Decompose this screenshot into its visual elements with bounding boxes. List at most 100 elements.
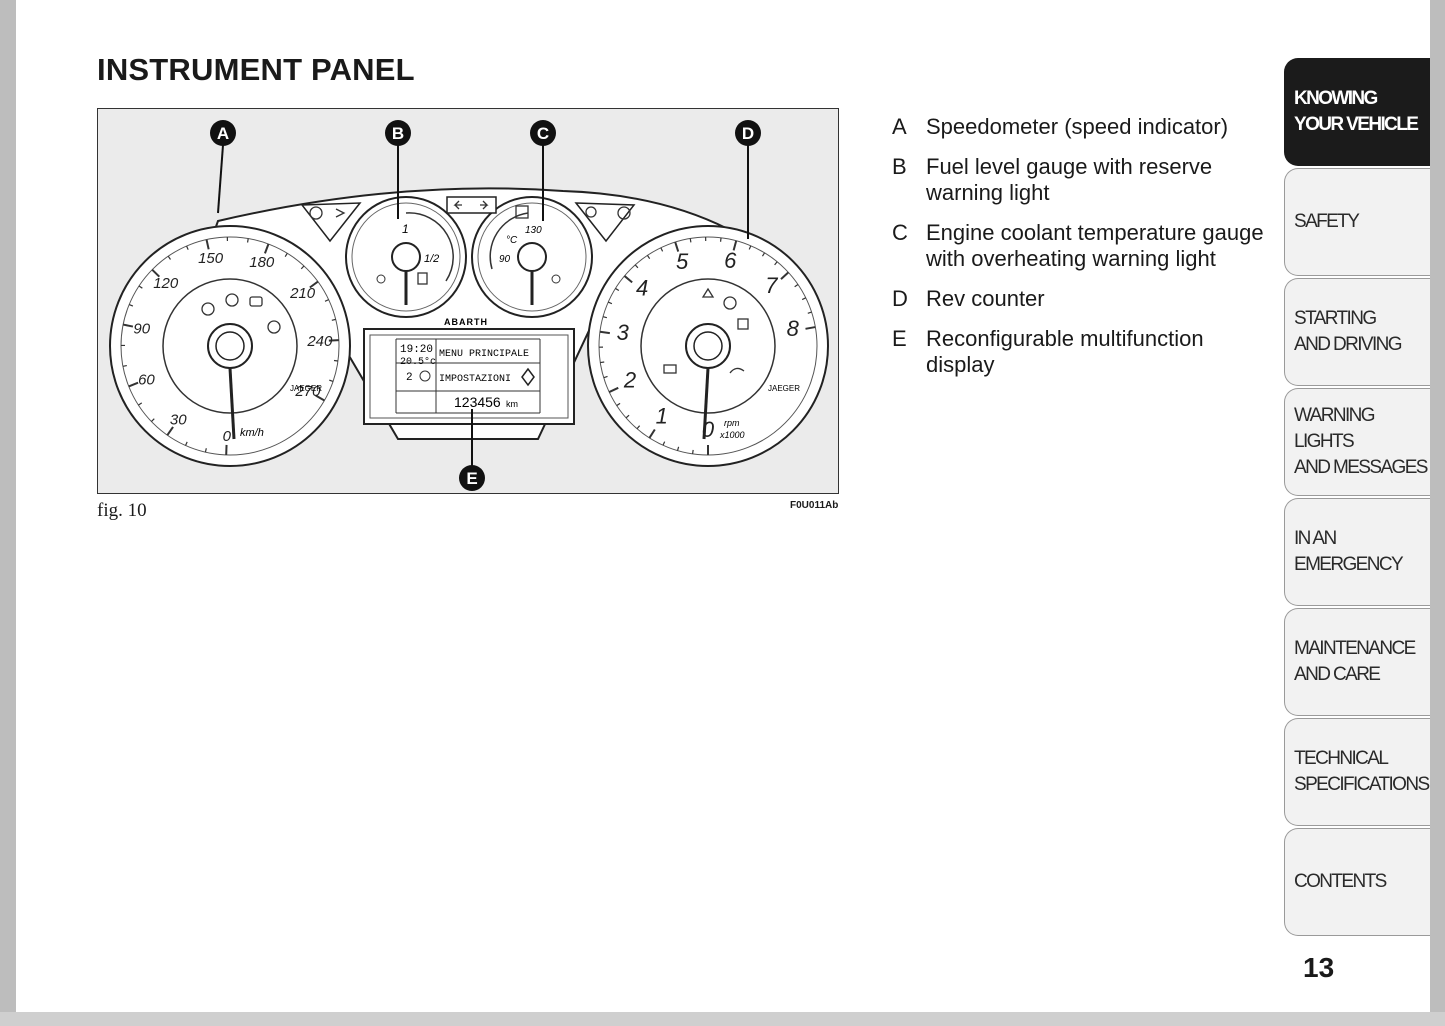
callout-b-marker [385, 120, 411, 146]
legend-text: Engine coolant temperature gauge with ov… [926, 220, 1264, 271]
tab-safety[interactable]: SAFETY [1284, 168, 1430, 276]
gauge-tick-label: 180 [249, 254, 275, 271]
page-number: 13 [1303, 952, 1335, 983]
minor-tick [761, 252, 766, 257]
rev-multiplier-label: x1000 [719, 430, 745, 440]
temp-mid-label: 90 [499, 254, 511, 265]
gauge-tick-label: 240 [306, 333, 333, 350]
fuel-full-label: 1 [402, 222, 409, 236]
tab-technical-specifications[interactable]: TECHNICAL SPECIFICATIONS [1284, 718, 1430, 826]
rev-counter-needle [702, 367, 710, 440]
major-tick [805, 326, 816, 330]
legend-item-e: E Reconfigurable multifunction display [892, 326, 1272, 378]
major-tick [128, 381, 139, 388]
temp-unit-label: °C [506, 235, 518, 246]
major-tick [309, 280, 319, 289]
minor-tick [774, 261, 778, 266]
minor-tick [689, 238, 692, 243]
legend-item-d: D Rev counter [892, 286, 1272, 312]
minor-tick [615, 287, 620, 292]
minor-tick [329, 379, 334, 382]
page-edge-bottom [0, 1012, 1445, 1026]
minor-tick [186, 245, 189, 250]
major-tick [205, 239, 210, 250]
minor-tick [184, 441, 188, 446]
gauge-tick-label: 60 [138, 371, 155, 388]
gauge-tick-label: 6 [724, 248, 737, 273]
minor-tick [646, 255, 651, 260]
legend-text: Reconfigurable multifunction display [926, 326, 1204, 377]
minor-tick [676, 446, 680, 451]
major-tick [780, 271, 790, 280]
minor-tick [801, 297, 807, 301]
callout-a-label: A [217, 124, 229, 143]
minor-tick [634, 264, 639, 269]
minor-tick [603, 375, 608, 379]
tab-in-an-emergency[interactable]: IN AN EMERGENCY [1284, 498, 1430, 606]
minor-tick [607, 301, 613, 305]
gauge-tick-label: 4 [636, 276, 648, 301]
major-tick [151, 268, 161, 278]
major-tick [599, 330, 610, 335]
major-tick [264, 243, 270, 254]
temp-high-label: 130 [525, 225, 542, 236]
minor-tick [625, 414, 630, 419]
warning-exclamation-icon [225, 293, 239, 307]
right-indicator-pod [574, 202, 636, 243]
speed-unit-label: km/h [240, 427, 264, 439]
legend-item-b: B Fuel level gauge with reserve warning … [892, 154, 1272, 206]
callout-markers: A B C D E [210, 120, 761, 491]
display-odometer: 123456 [454, 394, 501, 410]
rev-counter-brand-label: JAEGER [768, 384, 800, 393]
tab-knowing-your-vehicle[interactable]: KNOWING YOUR VEHICLE [1284, 58, 1430, 166]
tab-contents[interactable]: CONTENTS [1284, 828, 1430, 936]
minor-tick [636, 425, 641, 430]
minor-tick [128, 303, 134, 307]
legend-text: Rev counter [926, 286, 1045, 311]
legend-letter: B [892, 154, 907, 179]
gauge-tick-label: 150 [198, 250, 224, 267]
major-tick [166, 426, 174, 436]
airbag-warning-icon [723, 296, 737, 310]
display-submenu: IMPOSTAZIONI [439, 374, 511, 385]
tab-starting-and-driving[interactable]: STARTING AND DRIVING [1284, 278, 1430, 386]
tab-maintenance-and-care[interactable]: MAINTENANCE AND CARE [1284, 608, 1430, 716]
display-odometer-unit: km [506, 399, 518, 409]
minor-tick [807, 311, 812, 314]
minor-tick [616, 402, 621, 407]
page-edge-right [1430, 0, 1445, 1026]
speedometer-brand-label: JAEGER [290, 384, 322, 393]
legend-letter: D [892, 286, 908, 311]
minor-tick [331, 318, 336, 321]
fuel-reserve-icon [417, 272, 428, 285]
major-tick [623, 275, 633, 284]
gauge-tick-label: 0 [223, 428, 232, 445]
tab-warning-lights-and-messages[interactable]: WARNING LIGHTS AND MESSAGES [1284, 388, 1430, 496]
right-turn-signal-icon [480, 200, 489, 210]
front-fog-light-icon [309, 206, 323, 220]
minor-tick [692, 449, 694, 454]
minor-tick [204, 448, 207, 453]
legend-item-a: A Speedometer (speed indicator) [892, 114, 1272, 140]
speedometer-tick-marks [120, 237, 339, 455]
minor-tick [662, 441, 666, 446]
rev-counter-tick-marks [598, 237, 816, 455]
callout-c-marker [530, 120, 556, 146]
callout-d-marker [735, 120, 761, 146]
figure-legend: A Speedometer (speed indicator) B Fuel l… [892, 114, 1272, 392]
minor-tick [246, 238, 249, 243]
gauge-tick-label: 2 [623, 367, 636, 392]
minor-tick [138, 285, 143, 289]
multifunction-display: 19:20 20.5°c 2 MENU PRINCIPALE IMPOSTAZI… [363, 328, 575, 425]
rev-unit-label: rpm [724, 418, 740, 428]
callout-d-label: D [742, 124, 754, 143]
major-tick [608, 386, 619, 393]
gauge-tick-label: 1 [656, 404, 668, 429]
page-title: INSTRUMENT PANEL [97, 52, 415, 87]
gauge-tick-label: 270 [294, 383, 321, 400]
gauge-tick-label: 5 [676, 249, 689, 274]
legend-letter: C [892, 220, 908, 245]
